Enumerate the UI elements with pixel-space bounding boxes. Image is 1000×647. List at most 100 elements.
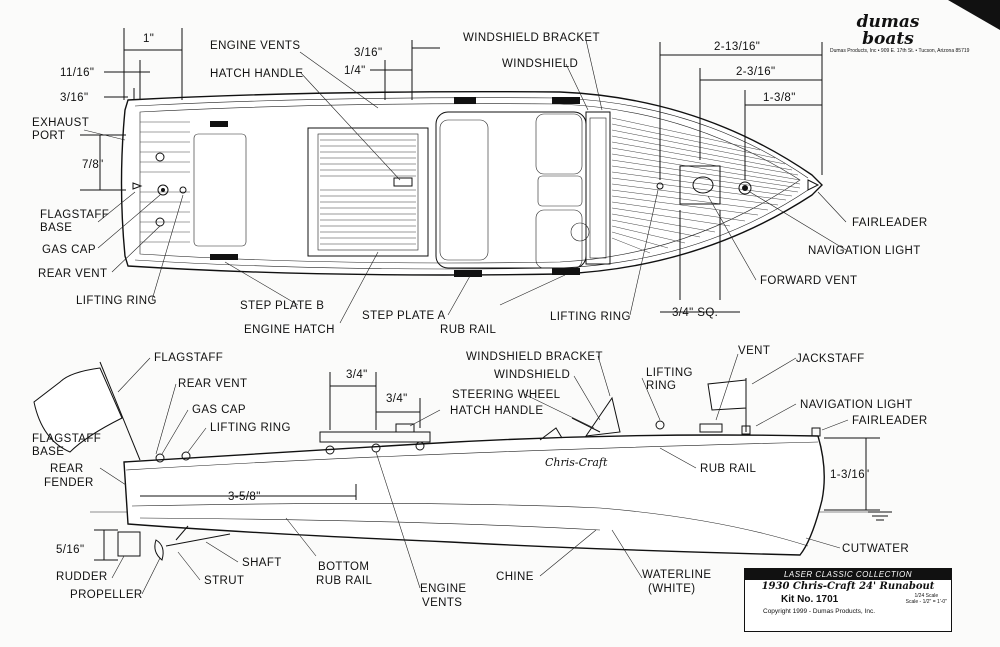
label-windshield-side: WINDSHIELD — [494, 369, 570, 381]
dim-1-3-16: 1-3/16" — [830, 469, 870, 481]
label-jackstaff: JACKSTAFF — [796, 353, 865, 365]
top-leader-lines — [83, 39, 847, 324]
label-vent-side: VENT — [738, 345, 770, 357]
side-labels: 3/4" 3/4" 3-5/8" 5/16" 1-3/16" FLAGSTAFF… — [32, 345, 927, 609]
label-engine-hatch: ENGINE HATCH — [244, 324, 335, 336]
label-flagstaff-side-1: FLAGSTAFF — [32, 433, 101, 445]
label-bottom: BOTTOM — [318, 561, 369, 573]
hatch-handle-side — [395, 423, 415, 433]
strut-side — [175, 525, 189, 541]
dim-3-4-sq: 3/4" SQ. — [672, 307, 718, 319]
label-lifting-ring-side-fore: RING — [646, 380, 676, 392]
dim-3-4-b: 3/4" — [386, 393, 408, 405]
label-navigation-light-top: NAVIGATION LIGHT — [808, 245, 921, 257]
label-flagstaff-side: FLAGSTAFF — [154, 352, 223, 364]
label-waterline-white: (WHITE) — [648, 583, 696, 595]
aft-deck-planking — [140, 121, 190, 243]
label-rear-fender: FENDER — [44, 477, 94, 489]
lifting-ring-top-fore — [656, 182, 664, 190]
side-dimension-lines — [94, 372, 880, 561]
stern-flag — [33, 367, 123, 453]
label-lifting-ring-side-aft: LIFTING RING — [210, 422, 291, 434]
page-corner — [948, 0, 1000, 30]
dim-3-5-8: 3-5/8" — [228, 491, 261, 503]
dim-5-16: 5/16" — [56, 544, 84, 556]
dim-2-3-16: 2-3/16" — [736, 66, 776, 78]
label-exhaust: EXHAUST — [32, 117, 89, 129]
windshield-side — [584, 396, 621, 437]
label-windshield-bracket-side: WINDSHIELD BRACKET — [466, 351, 603, 363]
dim-11-16: 11/16" — [60, 67, 94, 79]
flagstaff-side — [99, 361, 141, 461]
label-cutwater: CUTWATER — [842, 543, 909, 555]
label-flagstaff: FLAGSTAFF — [40, 209, 109, 221]
label-engine-vents-top: ENGINE VENTS — [210, 40, 300, 52]
step-plate-a-bottom-left — [454, 270, 482, 277]
gas-cap-top — [157, 184, 169, 196]
label-rub-rail-side: RUB RAIL — [700, 463, 756, 475]
fore-deck-planking — [611, 117, 801, 254]
water-symbol — [868, 511, 892, 521]
engine-hatch-top — [307, 127, 429, 257]
steering-wheel-top — [570, 222, 590, 242]
label-chine: CHINE — [496, 571, 534, 583]
dumas-logo: dumas boats Dumas Products, Inc • 909 E.… — [830, 14, 969, 55]
label-strut: STRUT — [204, 575, 244, 587]
label-flagstaff-base: BASE — [40, 222, 72, 234]
scale-line-1: 1/24 Scale — [914, 593, 939, 599]
label-step-plate-a: STEP PLATE A — [362, 310, 446, 322]
dim-3-16-left: 3/16" — [60, 92, 88, 104]
label-lifting-ring-top-fore: LIFTING RING — [550, 311, 631, 323]
step-plate-a-top-left — [454, 97, 476, 104]
top-view — [80, 28, 847, 324]
exhaust-port-fitting — [155, 152, 165, 162]
logo-address: Dumas Products, Inc • 909 E. 17th St. • … — [830, 48, 970, 54]
side-leader-lines — [99, 353, 849, 595]
label-rear-vent-top: REAR VENT — [38, 268, 107, 280]
label-shaft: SHAFT — [242, 557, 282, 569]
top-hull-outline — [120, 90, 823, 276]
label-engine-vents-side: VENTS — [422, 597, 462, 609]
label-gas-cap-side: GAS CAP — [192, 404, 246, 416]
dim-7-8: 7/8" — [82, 159, 104, 171]
top-dimension-lines — [80, 28, 823, 313]
step-plate-b-top — [210, 121, 228, 127]
label-lifting-ring-top-aft: LIFTING RING — [76, 295, 157, 307]
step-plate-b-bottom — [210, 254, 238, 260]
rear-cockpit — [193, 133, 247, 247]
bow-pennant — [707, 379, 747, 411]
dim-2-13-16: 2-13/16" — [714, 41, 760, 53]
label-hatch-handle-side: HATCH HANDLE — [450, 405, 543, 417]
fairleader-top — [807, 179, 820, 191]
fairleader-side — [811, 427, 821, 437]
label-rudder: RUDDER — [56, 571, 108, 583]
dim-1-4: 1/4" — [344, 65, 366, 77]
gas-cap-side — [155, 453, 165, 463]
step-plate-a-bottom-right — [552, 268, 580, 275]
dim-1-3-8: 1-3/8" — [763, 92, 796, 104]
label-windshield-bracket-top: WINDSHIELD BRACKET — [463, 32, 600, 44]
label-fairleader-top: FAIRLEADER — [852, 217, 928, 229]
label-gas-cap-top: GAS CAP — [42, 244, 96, 256]
lifting-ring-side-aft — [181, 451, 191, 461]
forward-vent-top — [679, 165, 721, 205]
lifting-ring-side-fore — [655, 420, 665, 430]
hull-script-text: Chris-Craft — [545, 456, 608, 469]
dim-3-4-a: 3/4" — [346, 369, 368, 381]
label-steering-wheel: STEERING WHEEL — [452, 389, 561, 401]
label-rear-side: REAR — [50, 463, 84, 475]
model-title: 1930 Chris-Craft 24' Runabout — [761, 581, 935, 592]
label-step-plate-b: STEP PLATE B — [240, 300, 324, 312]
label-waterline: WATERLINE — [642, 569, 711, 581]
forward-vent-side — [699, 423, 723, 433]
step-plate-a-top-right — [552, 97, 580, 104]
propeller-side — [154, 539, 164, 561]
dim-1in: 1" — [143, 33, 154, 45]
label-exhaust-port: PORT — [32, 130, 65, 142]
label-navigation-light-side: NAVIGATION LIGHT — [800, 399, 913, 411]
hatch-handle-top — [393, 177, 413, 187]
rudder-side — [117, 531, 141, 557]
side-hull-outline — [123, 434, 825, 556]
